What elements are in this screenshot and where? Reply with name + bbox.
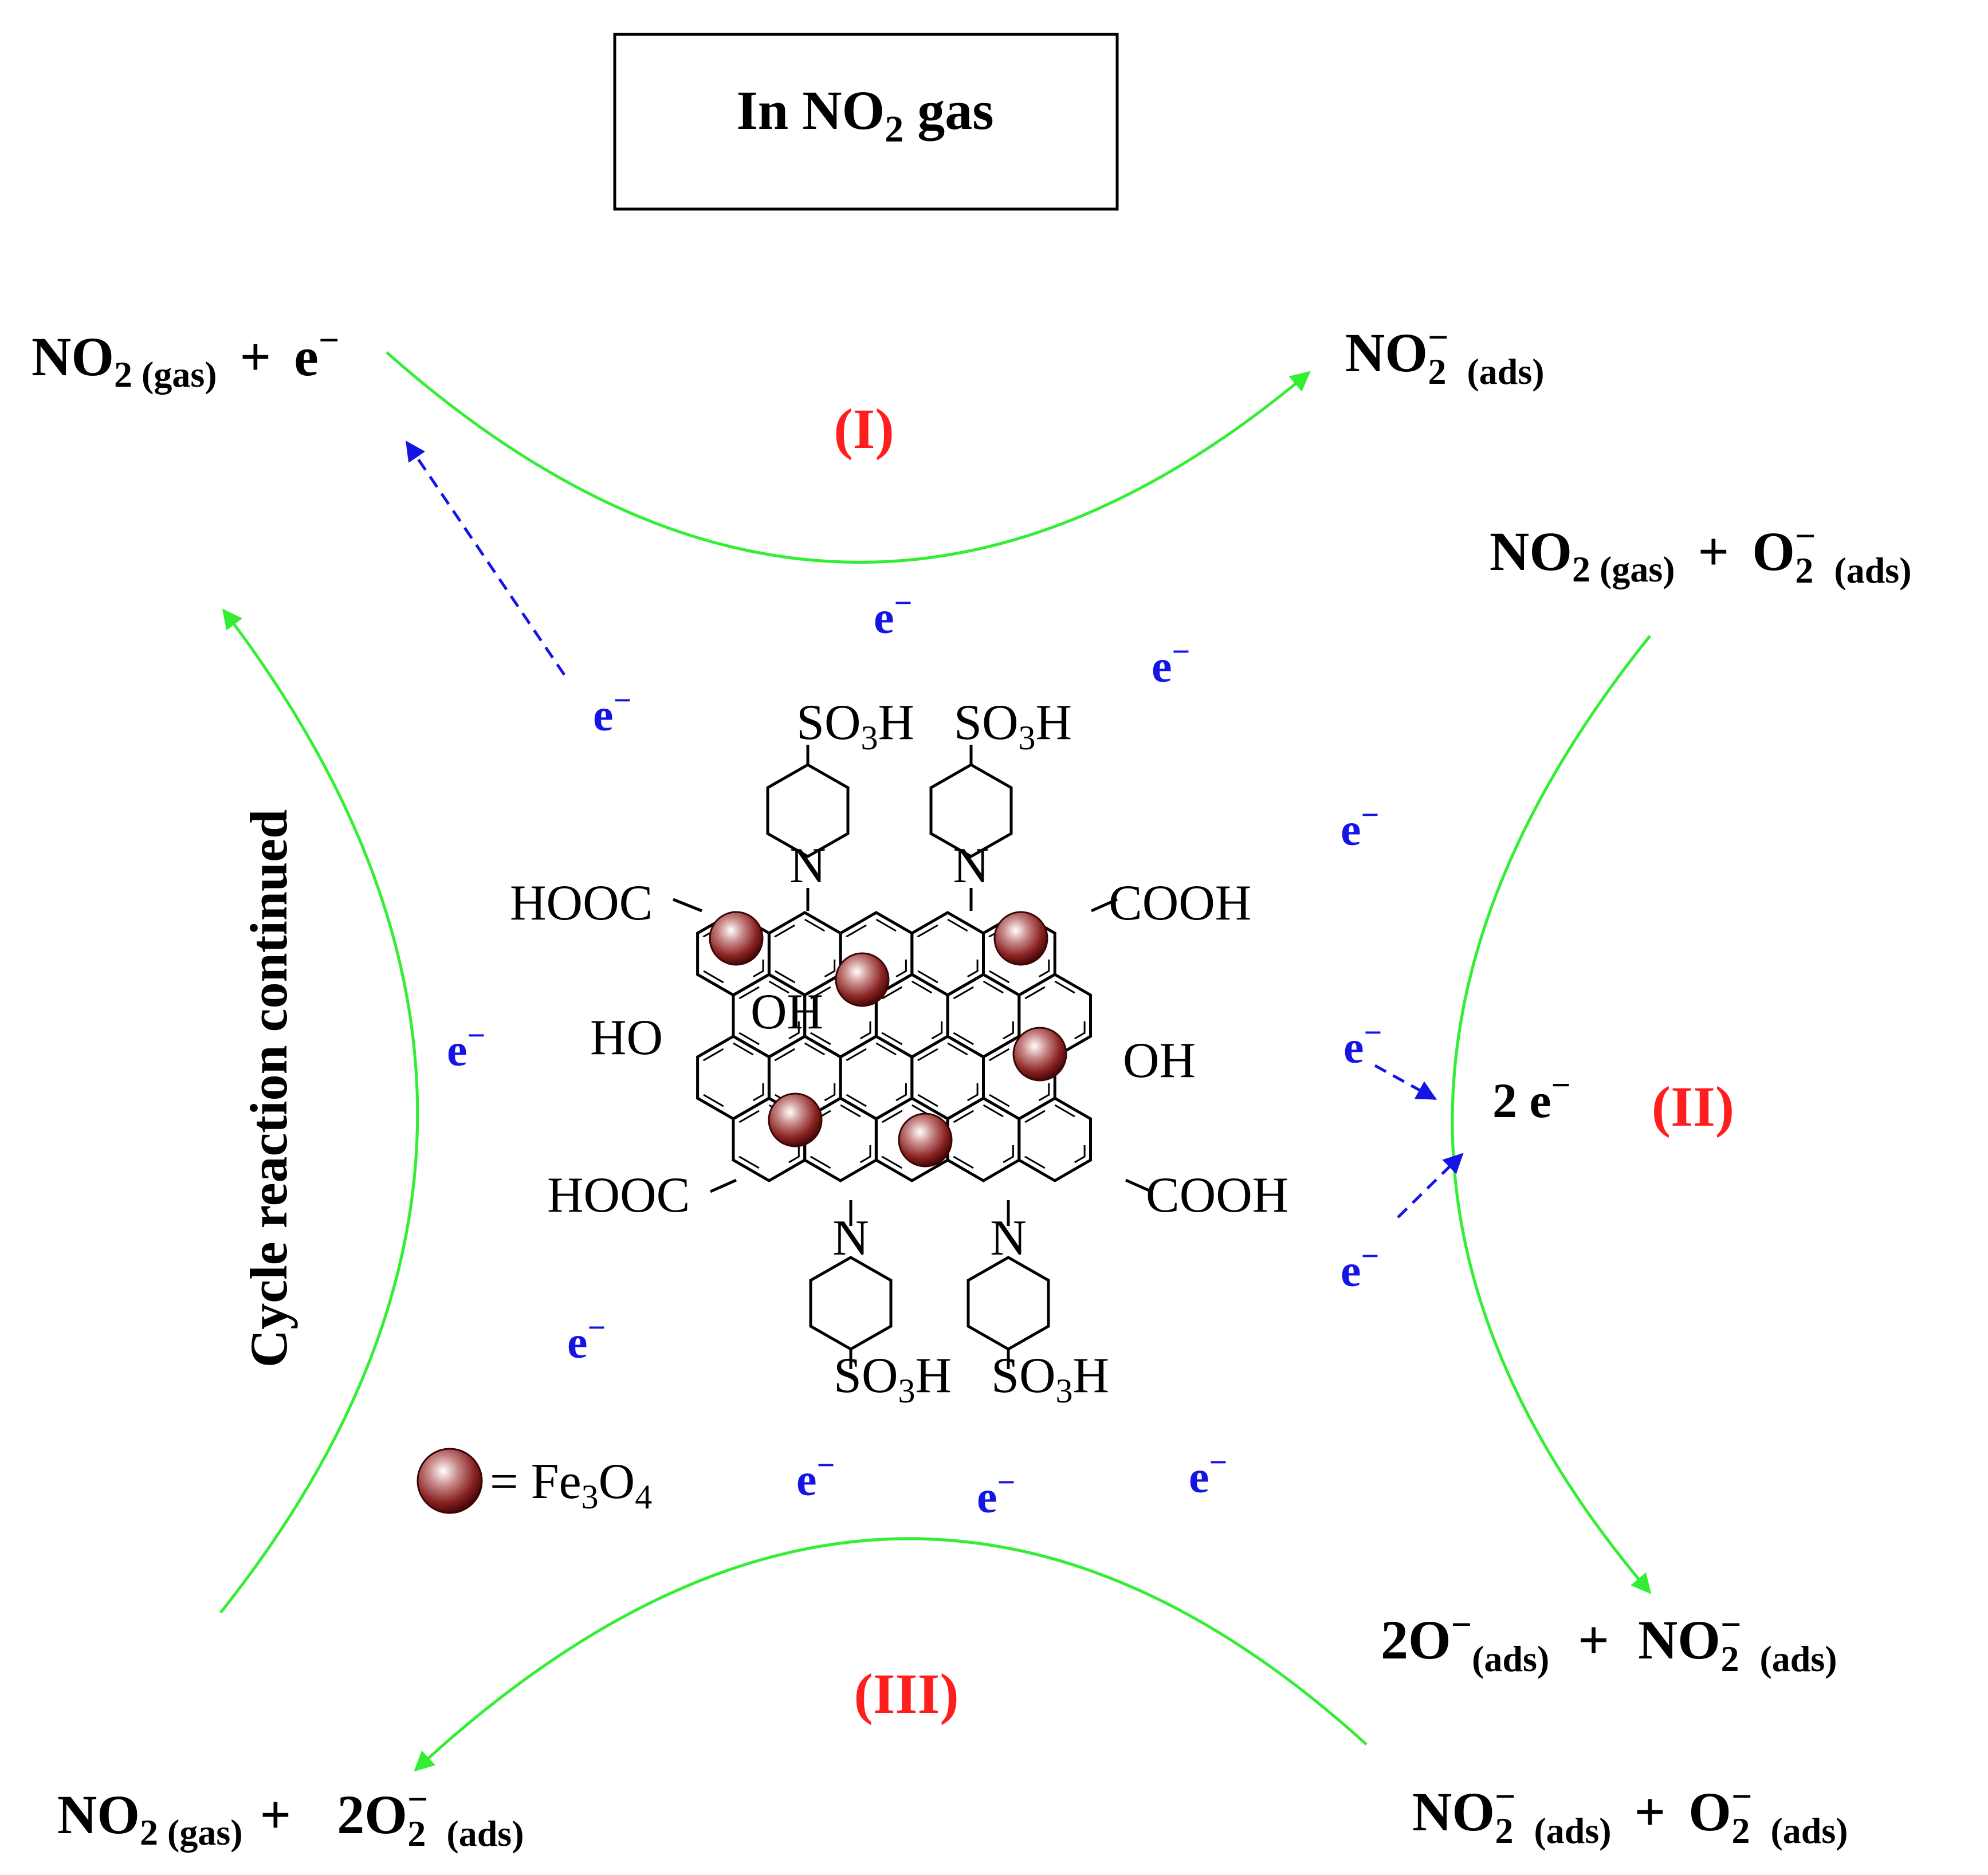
electron-label: e−	[796, 1448, 835, 1505]
aromatic-inner-bond	[917, 1042, 979, 1113]
nitrogen-label: N	[832, 1210, 869, 1266]
aromatic-inner-bond	[774, 918, 836, 989]
step-label-2: (II)	[1652, 1075, 1734, 1138]
equation-right-top: NO2 (gas)+O−2(ads)	[1490, 516, 1912, 591]
legend-particle-icon	[417, 1448, 483, 1514]
step-label-1: (I)	[834, 397, 894, 461]
fe3o4-particle	[768, 1092, 823, 1147]
aromatic-inner-bond	[1024, 1104, 1086, 1175]
aromatic-inner-bond	[846, 918, 907, 989]
legend: = Fe3O4	[417, 1448, 652, 1516]
equation-top-right: NO−2(ads)	[1345, 317, 1545, 392]
nitrogen-label: N	[990, 1210, 1027, 1266]
fe3o4-particle	[835, 952, 890, 1007]
sulfonic-group-label: SO3H	[991, 1348, 1109, 1410]
aromatic-inner-bond	[702, 1042, 764, 1113]
aromatic-inner-bond	[702, 918, 764, 989]
legend-label: = Fe3O4	[490, 1454, 652, 1516]
hooc-label: HOOC	[510, 875, 653, 931]
electron-label: e−	[1189, 1445, 1227, 1503]
electron-arrow-3	[1397, 1153, 1464, 1218]
aromatic-ring	[1017, 1096, 1092, 1182]
piperidine-ring	[766, 763, 850, 858]
nitrogen-label: N	[789, 838, 826, 894]
fe3o4-particles	[709, 911, 1067, 1168]
equation-right-bottom: 2O−(ads)+NO−2(ads)	[1381, 1604, 1837, 1679]
aromatic-ring	[767, 911, 842, 997]
ho-label: HO	[590, 1010, 663, 1066]
aromatic-inner-bond	[988, 1042, 1050, 1113]
piperidine-ring	[929, 763, 1013, 858]
fe3o4-particle	[898, 1113, 953, 1168]
step-label-3: (III)	[854, 1662, 958, 1725]
aromatic-ring	[839, 1035, 914, 1121]
two-electron-label: 2 e−	[1492, 1066, 1571, 1128]
arrow-step-3	[414, 1537, 1368, 1772]
aromatic-ring	[696, 1035, 771, 1121]
electron-label: e−	[1343, 1015, 1382, 1073]
arrow-step-2	[1451, 635, 1652, 1594]
fe3o4-particle	[709, 911, 764, 966]
equation-bottom-right: NO−2(ads)+O−2(ads)	[1412, 1776, 1848, 1851]
side-label: Cycle reaction continued	[239, 809, 298, 1367]
electron-label: e−	[567, 1310, 606, 1368]
aromatic-ring	[946, 1096, 1021, 1182]
cooh-label: COOH	[1146, 1168, 1288, 1223]
electron-arrow-1	[405, 441, 566, 676]
electron-label: e−	[593, 683, 631, 741]
aromatic-inner-bond	[881, 980, 943, 1051]
fe3o4-particle	[1012, 1027, 1067, 1082]
oh-label: OH	[1123, 1033, 1196, 1088]
electron-labels: e− e− e− e− e− e− e− e− e− e− e−	[447, 585, 1382, 1523]
arrow-step-1	[386, 351, 1311, 564]
title-box	[613, 33, 1119, 211]
electron-label: e−	[874, 585, 912, 643]
aromatic-inner-bond	[953, 980, 1014, 1051]
arrow-cycle-continued	[219, 608, 419, 1614]
equation-top-left: NO2 (gas)+e−	[32, 320, 339, 395]
electron-label: e−	[977, 1465, 1015, 1523]
sulfonic-group-label: SO3H	[834, 1348, 952, 1410]
hooc-label: HOOC	[547, 1168, 690, 1223]
sulfonic-group-label: SO3H	[954, 695, 1072, 757]
electron-arrow-2	[1374, 1064, 1437, 1100]
fe3o4-particle	[993, 911, 1048, 966]
aromatic-inner-bond	[917, 918, 979, 989]
nitrogen-label: N	[953, 838, 989, 894]
oh-label: OH	[751, 984, 823, 1040]
aromatic-ring	[910, 1035, 985, 1121]
electron-label: e−	[1341, 1239, 1379, 1296]
aromatic-inner-bond	[846, 1042, 907, 1113]
aromatic-ring	[946, 973, 1021, 1059]
piperidine-ring	[967, 1256, 1050, 1351]
electron-label: e−	[447, 1018, 485, 1076]
aromatic-inner-bond	[988, 918, 1050, 989]
aromatic-inner-bond	[953, 1104, 1014, 1175]
aromatic-inner-bond	[774, 1042, 836, 1113]
electron-label: e−	[1152, 634, 1190, 692]
aromatic-ring	[910, 911, 985, 997]
sulfonic-group-label: SO3H	[796, 695, 914, 757]
electron-label: e−	[1341, 797, 1379, 855]
molecule-labels: SO3H SO3H N N HOOC COOH HO OH OH HOOC CO…	[510, 695, 1288, 1410]
cooh-label: COOH	[1109, 875, 1251, 931]
piperidine-ring	[809, 1256, 893, 1351]
equation-bottom-left: NO2 (gas)+2O−2(ads)	[57, 1779, 524, 1854]
graphene-structure	[673, 745, 1153, 1369]
title-text: In NO2 gas	[736, 80, 993, 150]
